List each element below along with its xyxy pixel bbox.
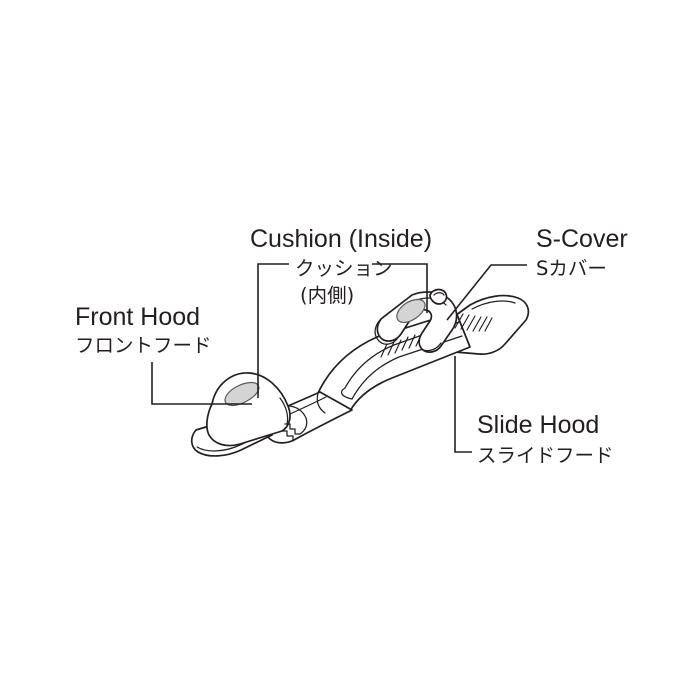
label-s-cover-en: S-Cover [536,225,628,253]
shaft-groove-bottom [351,335,463,400]
label-front-hood-en: Front Hood [75,303,200,331]
s-cover-band-under [374,318,398,345]
shaft-collar [316,392,326,414]
leader-lines [151,263,527,453]
cushion-s-cover [396,298,426,324]
front-hood-dome-seam [279,397,289,425]
s-cover-front-fold [422,342,442,352]
labels: Front Hood フロントフード Cushion (Inside) クッショ… [75,225,628,467]
label-slide-hood-en: Slide Hood [477,411,599,439]
tail-end-edge [471,300,516,310]
label-front-hood-jp: フロントフード [75,334,212,357]
label-cushion-jp: クッション [295,257,393,280]
leader-s-cover [446,264,527,321]
s-cover-knob [429,288,448,305]
s-cover-knob-line [433,292,445,296]
shaft-ribs-right [454,313,493,332]
label-s-cover-jp: Sカバー [536,257,607,280]
front-hood-dome [206,372,291,447]
front-hood-brim-edge [196,431,269,452]
product-illustration [190,288,530,457]
label-cushion-jp-inside: (内側) [300,284,354,307]
label-slide-hood-jp: スライドフード [477,444,614,467]
label-cushion-en: Cushion (Inside) [250,225,432,253]
shaft-groove-end [340,387,353,400]
tail-end [451,294,530,355]
leader-slide-hood [454,356,472,453]
cushion-front-hood [224,381,260,407]
leader-cushion [257,263,428,398]
shaft-groove-top [344,321,460,389]
leader-front-hood [151,362,252,405]
hood-shaft-joint [287,405,308,435]
front-hood-notches [281,423,301,442]
